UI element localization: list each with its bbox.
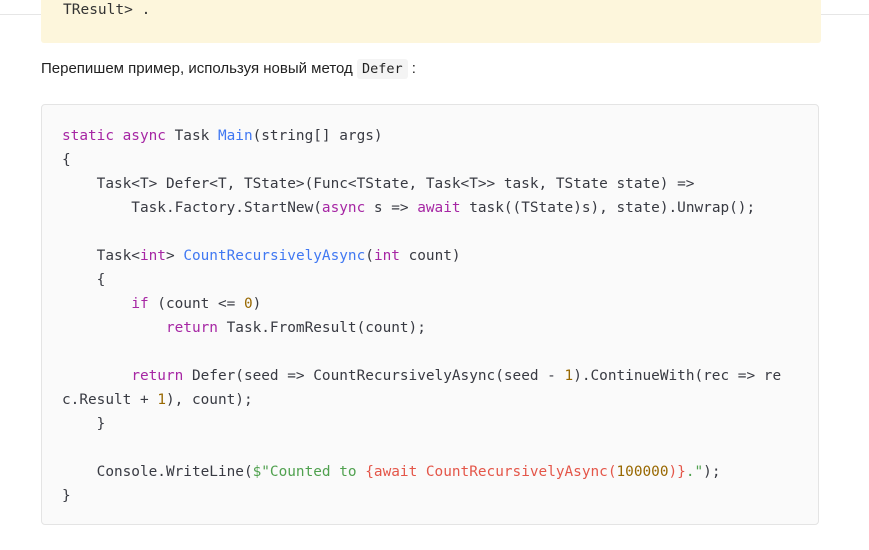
code-token: } <box>62 416 106 432</box>
code-line: Task<int> CountRecursivelyAsync(int coun… <box>62 248 461 264</box>
note-callout: TResult> . <box>41 0 821 43</box>
code-line: c.Result + 1), count); <box>62 392 253 408</box>
code-token: (string[] args) <box>252 128 383 144</box>
code-token: static async <box>62 128 166 144</box>
intro-paragraph: Перепишем пример, используя новый метод … <box>41 59 416 79</box>
inline-code-defer: Defer <box>356 59 408 79</box>
code-token: Task.Factory.StartNew( <box>62 200 322 216</box>
code-token: Task<T> Defer<T, TState>(Func<TState, Ta… <box>62 176 695 192</box>
code-token: Task.FromResult(count); <box>217 320 426 336</box>
code-token: c.Result + <box>62 392 158 408</box>
code-token: ." <box>685 464 704 480</box>
code-line: return Task.FromResult(count); <box>62 320 426 336</box>
code-line: { <box>62 152 71 168</box>
code-token: int <box>373 248 400 264</box>
code-token: await <box>417 200 461 216</box>
code-line: Task.Factory.StartNew(async s => await t… <box>62 200 755 216</box>
code-token <box>62 368 131 384</box>
code-token: (count <= <box>148 296 244 312</box>
code-token: count) <box>399 248 461 264</box>
code-token: { <box>62 152 71 168</box>
code-line: Task<T> Defer<T, TState>(Func<TState, Ta… <box>62 176 695 192</box>
code-token: async <box>321 200 366 216</box>
paragraph-text-after: : <box>407 60 416 77</box>
code-token: if <box>131 296 149 312</box>
code-token: Console.WriteLine( <box>62 464 253 480</box>
code-token: ) <box>252 296 262 312</box>
code-line: static async Task Main(string[] args) <box>62 128 383 144</box>
code-token: return <box>165 320 218 336</box>
code-line: } <box>62 416 106 432</box>
code-token: ( <box>365 248 374 264</box>
code-token: ), count); <box>165 392 253 408</box>
code-token: 100000 <box>616 464 669 480</box>
code-token <box>62 320 166 336</box>
code-token: } <box>62 488 71 504</box>
code-line: { <box>62 272 106 288</box>
code-token: {await CountRecursivelyAsync( <box>365 464 617 480</box>
code-token: Main <box>217 128 253 144</box>
code-token: ); <box>703 464 721 480</box>
code-line: return Defer(seed => CountRecursivelyAsy… <box>62 368 781 384</box>
code-token <box>62 296 131 312</box>
code-token: 0 <box>243 296 253 312</box>
code-token: task((TState)s), state).Unwrap(); <box>460 200 756 216</box>
code-listing: static async Task Main(string[] args) { … <box>62 124 781 508</box>
code-token: int <box>139 248 166 264</box>
code-token: return <box>131 368 184 384</box>
code-token: Task< <box>62 248 140 264</box>
code-block[interactable]: static async Task Main(string[] args) { … <box>41 104 819 525</box>
code-token: 1 <box>564 368 574 384</box>
code-token: CountRecursivelyAsync <box>183 248 366 264</box>
code-line: if (count <= 0) <box>62 296 261 312</box>
code-token: { <box>62 272 106 288</box>
code-token: s => <box>365 200 418 216</box>
code-token: ).ContinueWith(rec => re <box>573 368 782 384</box>
code-token: Defer(seed => CountRecursivelyAsync(seed… <box>183 368 565 384</box>
code-token: Task <box>165 128 218 144</box>
code-token: $"Counted to <box>252 464 366 480</box>
code-token: 1 <box>157 392 166 408</box>
callout-clipped-text: TResult> . <box>63 2 151 18</box>
code-token: )} <box>668 464 686 480</box>
code-token: > <box>165 248 184 264</box>
code-line: } <box>62 488 71 504</box>
code-line: Console.WriteLine($"Counted to {await Co… <box>62 464 721 480</box>
paragraph-text-before: Перепишем пример, используя новый метод <box>41 60 357 77</box>
